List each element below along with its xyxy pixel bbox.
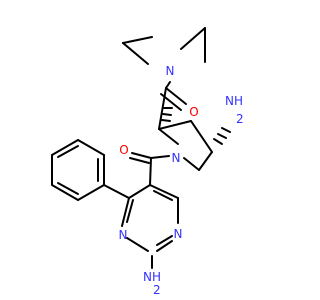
molecule-canvas: N O N NH 2 O N N NH 2 [51,27,244,297]
pyrrolidine-ring [158,120,213,171]
phenyl-attachment-bond [103,184,130,199]
phenyl-ring [51,139,105,201]
pyrimidine-n3-label: N [119,228,128,242]
ring-n-to-acyl-bond [150,155,170,159]
amide-oxygen-label: O [189,105,198,119]
ethyl-right [180,27,206,63]
nh2-bottom-label: NH [143,270,161,284]
amide-cn-bond [165,81,171,89]
acyl-oxygen-label: O [119,143,128,157]
carbonyl-c-to-alpha [158,87,167,130]
amino-group-top: NH 2 [225,94,244,126]
ethyl-left [122,36,153,65]
hashed-wedge-c4 [213,127,231,145]
nh2-top-label: NH [225,94,243,108]
amino-group-bottom: NH 2 [143,270,161,297]
nh2-top-subscript: 2 [236,112,244,126]
pyrimidine-n1-label: N [174,227,183,241]
hashed-wedge-alpha [161,107,173,122]
acyl-carbonyl-double-bond [129,152,152,164]
ring-nitrogen-label: N [172,151,181,165]
structure-diagram: N O N NH 2 O N N NH 2 [51,27,244,297]
amide-carbonyl-double-bond [160,87,187,111]
pyrimidine-ring [121,184,179,252]
nh2-bottom-subscript: 2 [153,283,161,297]
acyl-to-pyrimidine-bond [149,157,152,186]
amide-nitrogen-label: N [166,64,175,78]
